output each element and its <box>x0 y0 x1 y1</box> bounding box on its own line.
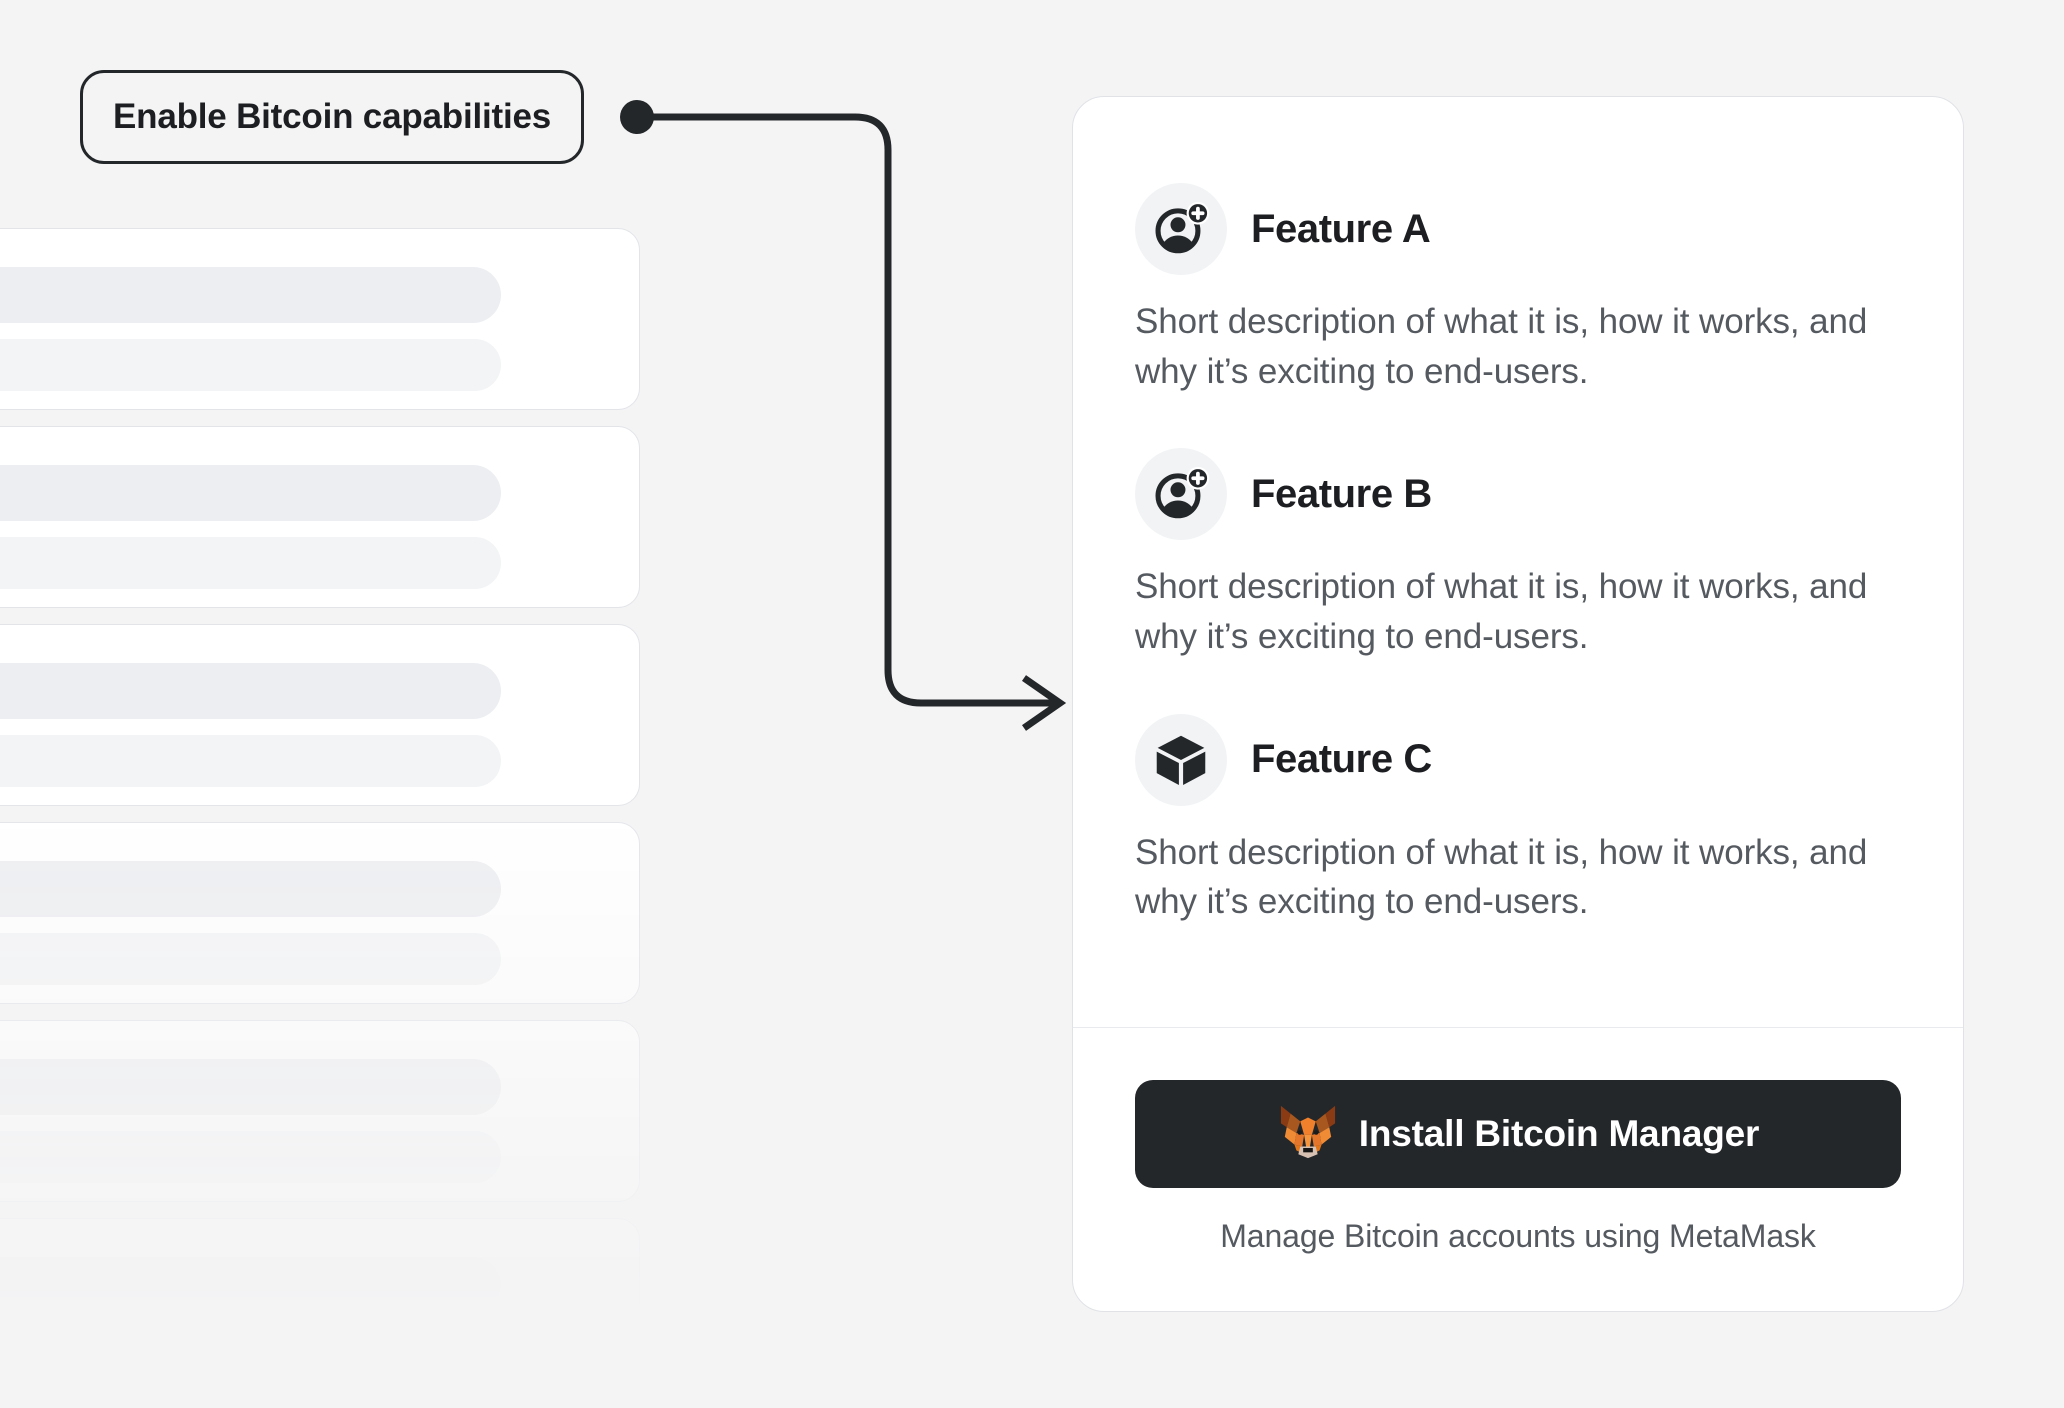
skeleton-card <box>0 822 640 1004</box>
skeleton-bar-primary <box>0 1257 501 1313</box>
connector-anchor-dot <box>620 100 654 134</box>
connector-arrowhead <box>1022 675 1067 731</box>
add-account-icon <box>1135 448 1227 541</box>
skeleton-bar-secondary <box>0 735 501 787</box>
feature-title: Feature B <box>1251 471 1432 516</box>
skeleton-bar-primary <box>0 663 501 719</box>
connector-path <box>640 113 1058 707</box>
skeleton-bar-primary <box>0 267 501 323</box>
cube-icon <box>1135 713 1227 806</box>
skeleton-bar-primary <box>0 861 501 917</box>
skeleton-card <box>0 1020 640 1202</box>
skeleton-bar-primary <box>0 1059 501 1115</box>
skeleton-card <box>0 624 640 806</box>
feature-description: Short description of what it is, how it … <box>1135 567 1868 657</box>
feature-header: Feature B <box>1135 448 1901 541</box>
skeleton-bar-primary <box>0 465 501 521</box>
skeleton-card <box>0 1218 640 1400</box>
feature-item: Feature C Short description of what it i… <box>1135 713 1901 927</box>
skeleton-placeholder-list <box>0 228 640 1408</box>
metamask-fox-icon <box>1277 1104 1339 1165</box>
add-account-icon <box>1135 183 1227 275</box>
feature-item: Feature B Short description of what it i… <box>1135 448 1901 661</box>
feature-title: Feature A <box>1251 206 1431 251</box>
skeleton-bar-secondary <box>0 339 501 391</box>
skeleton-bar-secondary <box>0 933 501 985</box>
annotation-label: Enable Bitcoin capabilities <box>80 70 585 164</box>
skeleton-card <box>0 228 640 410</box>
card-footer: Install Bitcoin Manager Manage Bitcoin a… <box>1073 1027 1963 1311</box>
feature-header: Feature A <box>1135 183 1901 275</box>
skeleton-bar-secondary <box>0 1329 501 1381</box>
install-button-label: Install Bitcoin Manager <box>1358 1113 1760 1154</box>
skeleton-card <box>0 426 640 608</box>
install-caption: Manage Bitcoin accounts using MetaMask <box>1220 1218 1816 1254</box>
feature-description: Short description of what it is, how it … <box>1135 832 1868 922</box>
feature-description: Short description of what it is, how it … <box>1135 302 1868 391</box>
bitcoin-capabilities-card: Feature A Short description of what it i… <box>1072 96 1964 1312</box>
feature-header: Feature C <box>1135 713 1901 806</box>
feature-item: Feature A Short description of what it i… <box>1135 183 1901 396</box>
install-bitcoin-manager-button[interactable]: Install Bitcoin Manager <box>1135 1080 1901 1188</box>
feature-list: Feature A Short description of what it i… <box>1073 97 1963 1027</box>
annotation-label-text: Enable Bitcoin capabilities <box>113 97 552 136</box>
skeleton-bar-secondary <box>0 1131 501 1183</box>
feature-title: Feature C <box>1251 737 1432 782</box>
skeleton-bar-secondary <box>0 537 501 589</box>
